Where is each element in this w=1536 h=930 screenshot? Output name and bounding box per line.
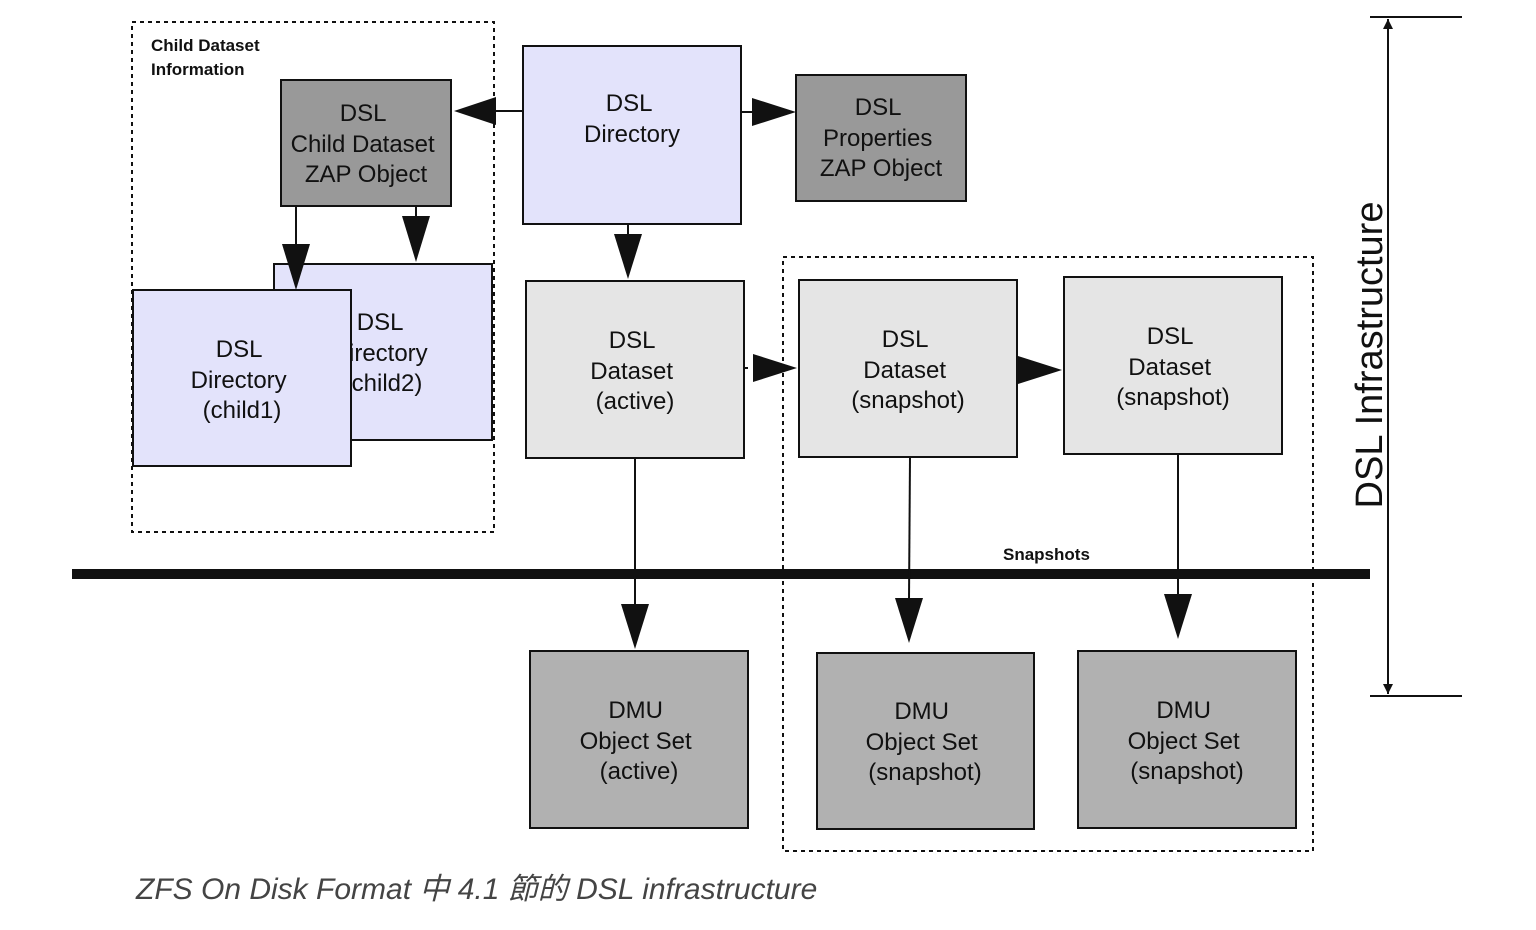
arrow-snapshot-to-objset: [1164, 454, 1192, 639]
dsl-child-dataset-zap-box: DSL Child Dataset ZAP Object: [280, 79, 452, 207]
svg-text:DMU Object Set: DMU Object Set (active): [580, 697, 699, 785]
svg-text:DMU Object Set: DMU Object Set (snapshot): [866, 698, 985, 786]
dsl-directory-child1-box: DSL Directory (child1): [132, 289, 352, 467]
arrow-snapshot-to-objset: [895, 456, 923, 643]
svg-text:DSL Dataset (s: DSL Dataset (snapshot): [1116, 323, 1229, 411]
arrow-directory-to-child-zap: [454, 97, 523, 125]
dsl-dataset-snapshot-box: DSL Dataset (snapshot): [798, 279, 1018, 458]
child-dataset-group-label: Child Dataset Information: [151, 36, 264, 79]
snapshots-group-label: Snapshots: [1003, 545, 1090, 564]
svg-text:DMU Object Set: DMU Object Set (snapshot): [1128, 697, 1247, 785]
svg-text:DSL Dataset (a: DSL Dataset (active): [590, 327, 679, 415]
svg-text:DSL Child Dataset: DSL Child Dataset ZAP Object: [291, 100, 442, 188]
figure-caption: ZFS On Disk Format 中 4.1 節的 DSL infrastr…: [136, 873, 818, 906]
arrow-dataset-to-snapshot: [744, 354, 797, 382]
svg-text:DSL Properties: DSL Properties ZAP Object: [820, 94, 943, 182]
dsl-infrastructure-label: DSL Infrastructure: [1349, 202, 1391, 509]
dsl-properties-zap-box: DSL Properties ZAP Object: [795, 74, 967, 202]
arrow-dataset-to-objset-active: [621, 458, 649, 649]
arrow-child-zap-to-child1: [282, 206, 310, 290]
child-dataset-group: [131, 21, 495, 533]
svg-text:DSL Directory: DSL Directory: [584, 90, 680, 148]
dmu-object-set-active-box: DMU Object Set (active): [529, 650, 749, 829]
dmu-object-set-snapshot-box: DMU Object Set (snapshot): [1077, 650, 1297, 829]
dsl-dataset-active-box: DSL Dataset (active): [525, 280, 745, 459]
svg-text:DSL Directory: DSL Directory (child1): [191, 336, 294, 424]
svg-text:DSL Dataset (s: DSL Dataset (snapshot): [851, 326, 964, 414]
dmu-object-set-snapshot-box: DMU Object Set (snapshot): [816, 652, 1035, 830]
arrow-directory-to-properties-zap: [741, 98, 796, 126]
snapshots-group: [782, 256, 1314, 852]
arrow-directory-to-dataset: [614, 224, 642, 279]
dsl-directory-box: DSL Directory: [522, 45, 742, 225]
arrow-snapshot-to-snapshot: [1017, 356, 1062, 384]
arrow-child-zap-to-child2: [402, 206, 430, 262]
dsl-dataset-snapshot-box: DSL Dataset (snapshot): [1063, 276, 1283, 455]
